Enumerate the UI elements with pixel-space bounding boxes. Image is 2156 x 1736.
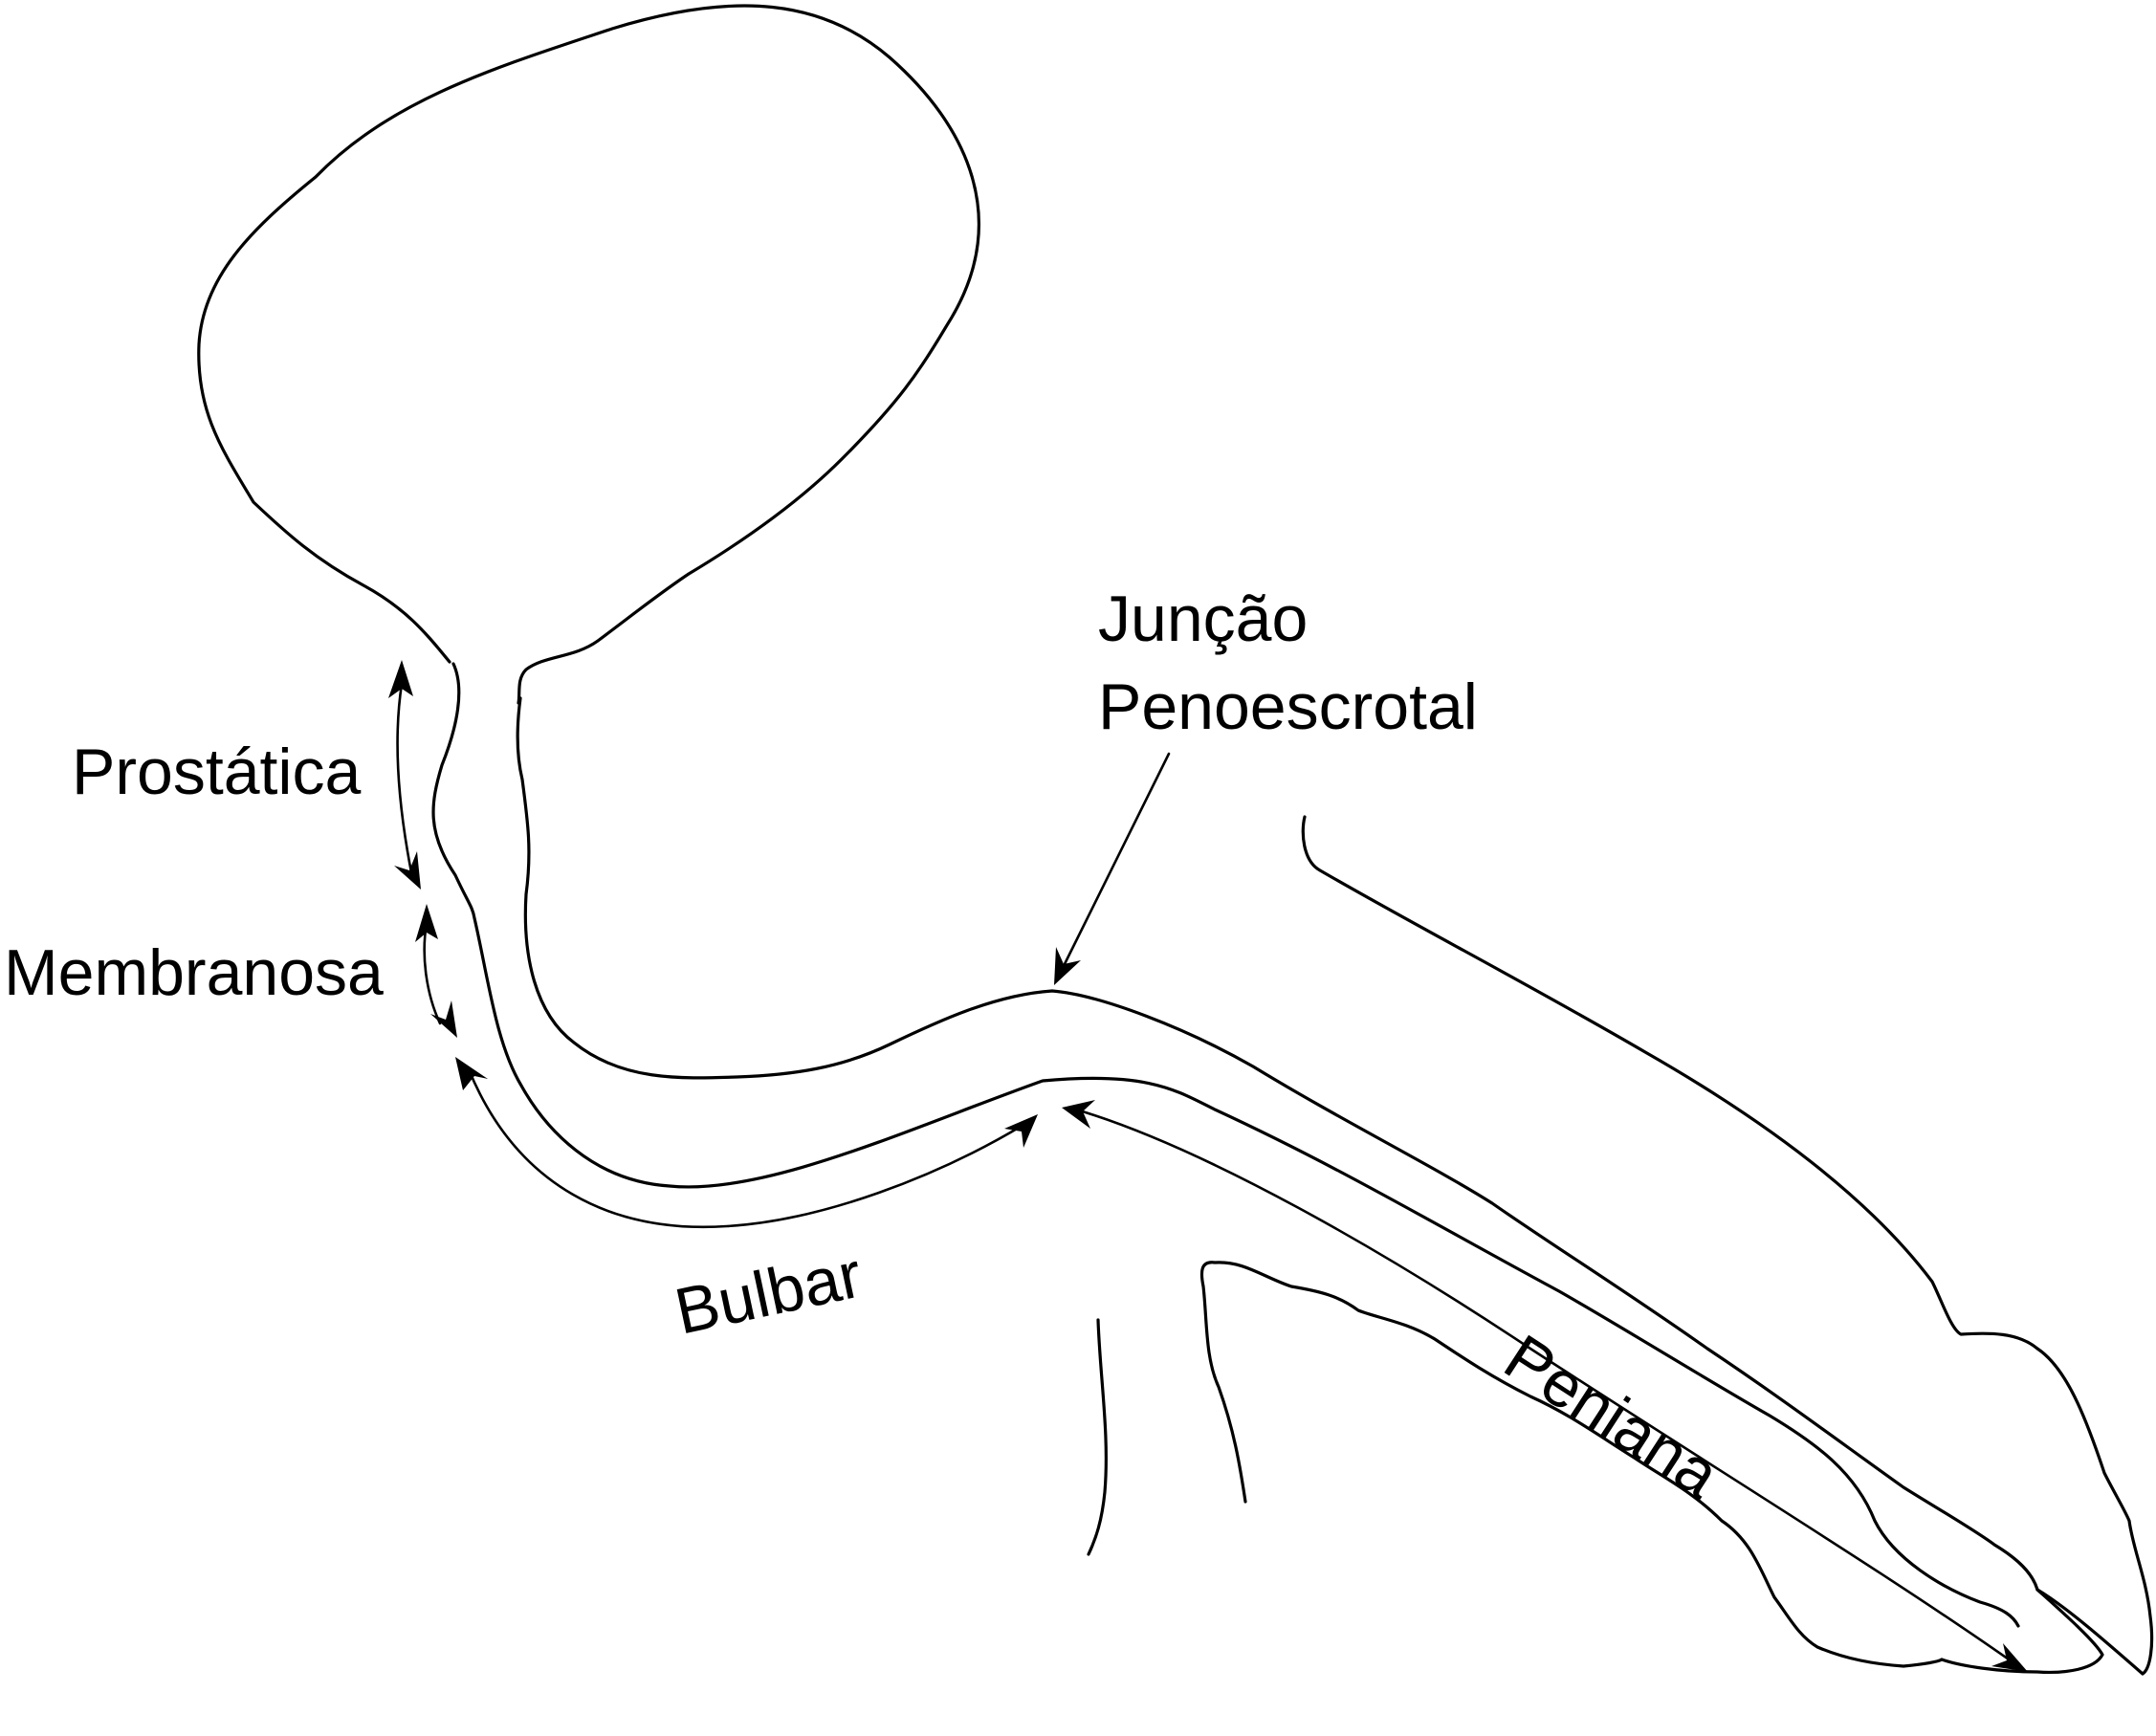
bulbar-range-arrow bbox=[467, 1067, 1025, 1229]
prostatica-range-arrow bbox=[396, 682, 413, 874]
label-peniana: Peniana bbox=[1492, 1321, 1732, 1512]
thigh-outline bbox=[1087, 1318, 1108, 1556]
peniana-range-arrow bbox=[1074, 1108, 2020, 1668]
bladder-and-outer-urethra-wall bbox=[197, 4, 2020, 1628]
label-membranosa: Membranosa bbox=[4, 936, 384, 1009]
bulbar-arrowhead-left bbox=[455, 1057, 488, 1090]
prostatica-arrowhead-top bbox=[388, 660, 413, 698]
bulbar-arrowhead-right bbox=[1004, 1114, 1038, 1148]
label-juncao-line2: Penoescrotal bbox=[1098, 670, 1478, 743]
scrotum-outline bbox=[1199, 1261, 1944, 1668]
membranosa-arrowhead-top bbox=[415, 904, 438, 942]
membranosa-range-arrow bbox=[423, 921, 442, 1025]
peniana-arrowhead-right bbox=[1991, 1643, 2028, 1672]
membranosa-arrowhead-bottom bbox=[430, 1000, 457, 1038]
label-juncao-line1: Junção bbox=[1098, 582, 1308, 655]
label-bulbar: Bulbar bbox=[669, 1238, 868, 1348]
prostatica-arrowhead-bottom bbox=[394, 851, 421, 890]
inner-urethra-wall bbox=[516, 696, 2039, 1592]
juncao-pointer-line bbox=[1060, 752, 1171, 972]
glans-underside-outline bbox=[1940, 1588, 2104, 1675]
penis-dorsal-outline bbox=[1301, 815, 2154, 1676]
juncao-pointer-arrowhead bbox=[1054, 947, 1081, 985]
label-prostatica: Prostática bbox=[72, 736, 362, 808]
peniana-arrowhead-left bbox=[1062, 1100, 1095, 1129]
